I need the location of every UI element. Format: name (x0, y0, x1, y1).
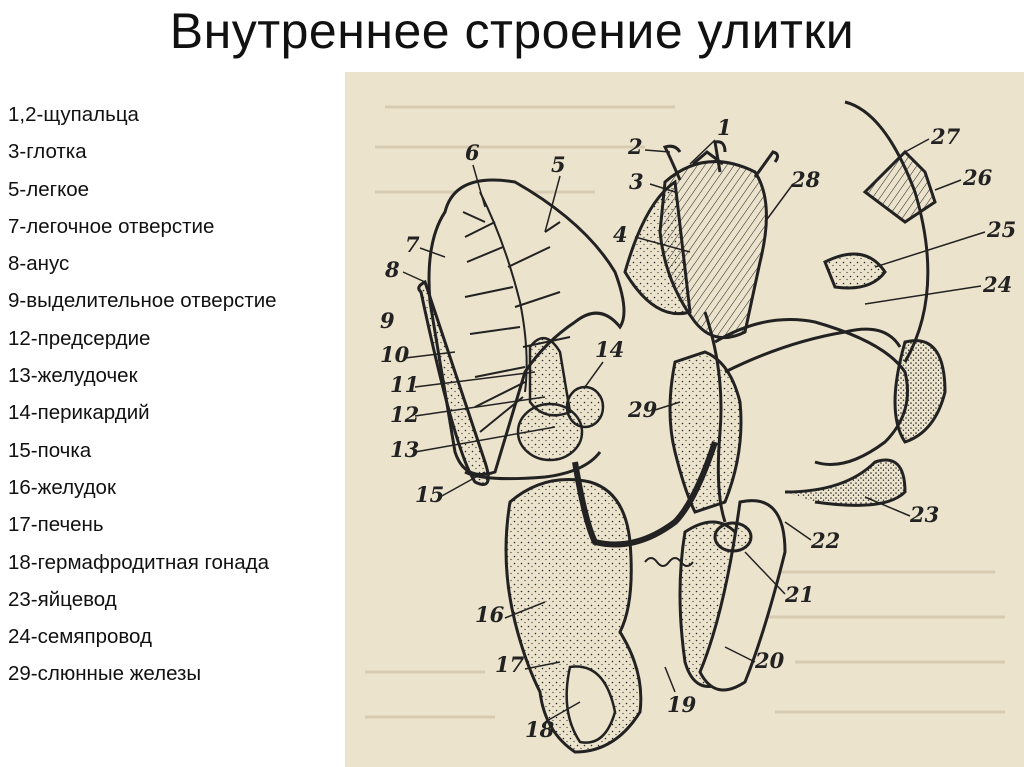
label-14: 14 (595, 337, 624, 362)
legend-item: 8-анус (8, 252, 70, 276)
label-2: 2 (627, 134, 643, 159)
label-20: 20 (754, 648, 785, 673)
legend-item: 23-яйцевод (8, 587, 117, 611)
hermaphrodite-duct (644, 557, 694, 567)
label-17: 17 (495, 652, 525, 677)
label-6: 6 (465, 140, 480, 165)
label-8: 8 (384, 257, 400, 282)
legend-item: 29-слюнные железы (8, 662, 202, 686)
legend-item: 1,2-щупальца (8, 103, 139, 126)
legend-item: 18-гермафродитная гонада (8, 550, 270, 574)
label-3: 3 (629, 169, 644, 194)
label-23: 23 (909, 502, 939, 527)
legend-item: 15-почка (8, 438, 92, 462)
legend-list: 1,2-щупальца 3-глотка 5-легкое 7-легочно… (8, 96, 353, 693)
legend-item: 13-желудочек (8, 364, 138, 388)
label-16: 16 (475, 602, 505, 627)
leader-lines (402, 138, 986, 723)
heart (516, 337, 605, 462)
snail-anatomy-figure: 1 2 3 4 5 6 7 8 9 10 11 12 13 14 15 16 1… (345, 72, 1024, 767)
lung-veins (462, 191, 571, 433)
legend-item: 7-легочное отверстие (8, 214, 215, 238)
legend-item: 5-легкое (8, 177, 90, 201)
slide-title: Внутреннее строение улитки (169, 3, 855, 59)
albumen-gland (678, 499, 787, 692)
flagellum (823, 100, 937, 363)
label-25: 25 (986, 217, 1016, 242)
legend-item: 12-предсердие (8, 326, 151, 350)
label-21: 21 (784, 582, 814, 607)
tentacles (662, 140, 780, 181)
label-9: 9 (380, 308, 395, 333)
salivary-gland (668, 311, 743, 523)
vas-deferens (714, 318, 909, 466)
label-4: 4 (613, 222, 628, 247)
oviduct (784, 339, 947, 507)
legend-item: 14-перикардий (8, 401, 150, 425)
label-22: 22 (810, 528, 840, 553)
label-1: 1 (717, 115, 732, 140)
label-15: 15 (415, 482, 444, 507)
label-28: 28 (790, 167, 821, 192)
label-11: 11 (390, 372, 419, 397)
label-13: 13 (390, 437, 419, 462)
legend-item: 16-желудок (8, 475, 116, 499)
label-7: 7 (405, 232, 420, 257)
label-27: 27 (930, 124, 961, 149)
legend-item: 9-выделительное отверстие (8, 289, 277, 313)
label-5: 5 (551, 152, 566, 177)
label-12: 12 (390, 402, 419, 427)
label-29: 29 (627, 397, 658, 422)
snail-anatomy-drawing: 1 2 3 4 5 6 7 8 9 10 11 12 13 14 15 16 1… (365, 100, 1016, 754)
mantle-lung (417, 178, 626, 486)
number-labels: 1 2 3 4 5 6 7 8 9 10 11 12 13 14 15 16 1… (380, 115, 1016, 742)
legend-item: 24-семяпровод (8, 625, 152, 649)
label-10: 10 (380, 342, 410, 367)
label-26: 26 (962, 165, 993, 190)
intestine (572, 441, 718, 548)
background-print-lines (365, 105, 1005, 719)
label-18: 18 (525, 717, 555, 742)
buccal-mass (623, 160, 768, 340)
stomach-liver (504, 478, 643, 754)
label-19: 19 (667, 692, 697, 717)
legend-item: 3-глотка (8, 140, 87, 164)
label-24: 24 (982, 272, 1012, 297)
legend-item: 17-печень (8, 513, 104, 537)
